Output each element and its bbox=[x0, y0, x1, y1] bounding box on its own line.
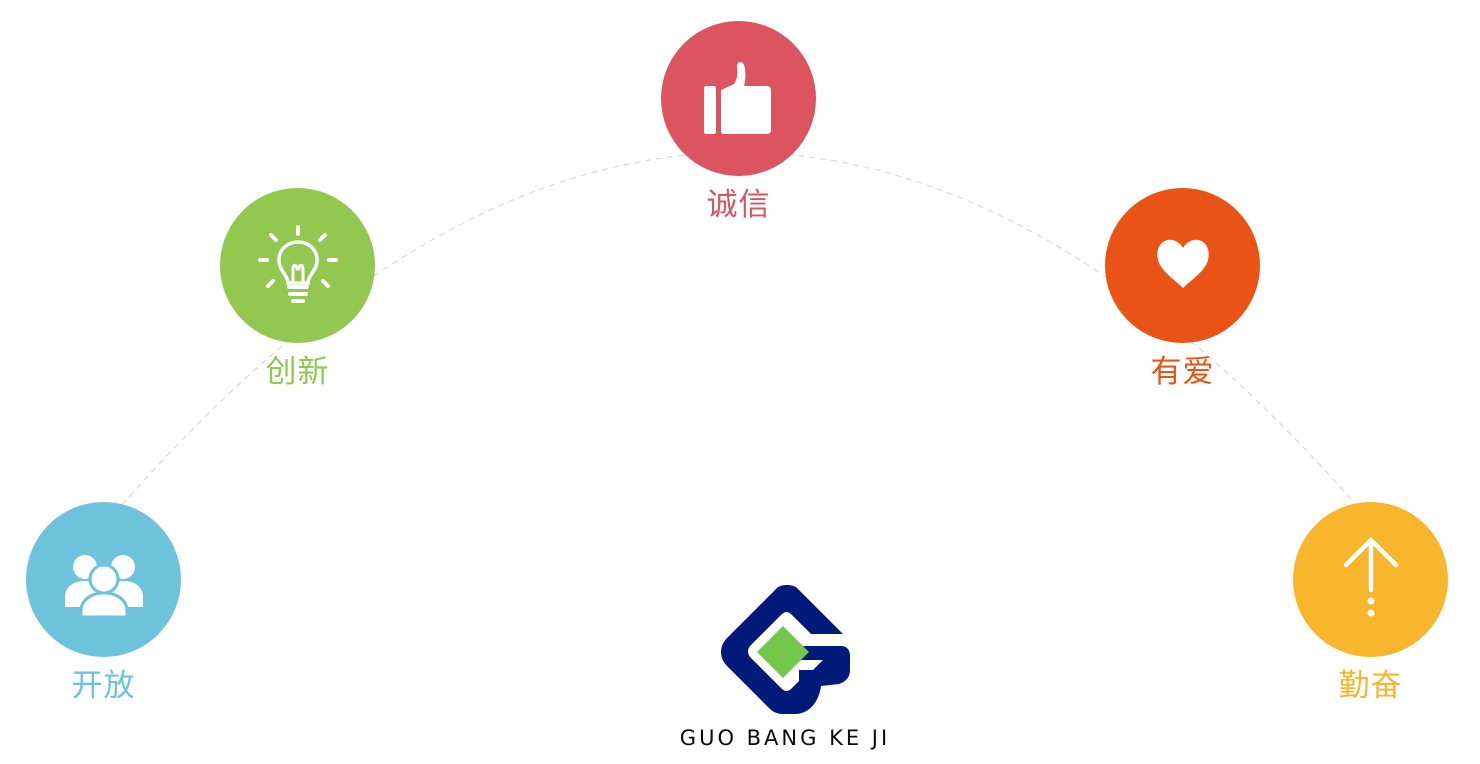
diligence-label: 勤奋 bbox=[1338, 668, 1403, 704]
heart-icon bbox=[1156, 239, 1209, 288]
value-innovation: 创新 bbox=[220, 188, 375, 403]
diligence-circle bbox=[1293, 502, 1448, 657]
value-diligence: 勤奋 bbox=[1293, 502, 1448, 717]
users-group-icon bbox=[64, 554, 143, 618]
value-love: 有爱 bbox=[1105, 188, 1260, 403]
value-integrity: 诚信 bbox=[661, 21, 816, 236]
love-label: 有爱 bbox=[1150, 354, 1215, 390]
innovation-circle bbox=[220, 188, 375, 343]
integrity-label: 诚信 bbox=[706, 187, 771, 223]
integrity-circle bbox=[661, 21, 816, 176]
lightbulb-icon bbox=[257, 224, 338, 303]
open-circle bbox=[26, 502, 181, 657]
logo-mark-icon bbox=[721, 585, 850, 714]
open-label: 开放 bbox=[71, 668, 136, 704]
logo-text: GUO BANG KE JI bbox=[679, 726, 891, 750]
arrow-up-icon bbox=[1343, 536, 1398, 616]
company-logo: GUO BANG KE JI bbox=[660, 578, 910, 758]
love-circle bbox=[1105, 188, 1260, 343]
thumbs-up-icon bbox=[703, 61, 771, 134]
innovation-label: 创新 bbox=[265, 354, 330, 390]
value-open: 开放 bbox=[26, 502, 181, 717]
